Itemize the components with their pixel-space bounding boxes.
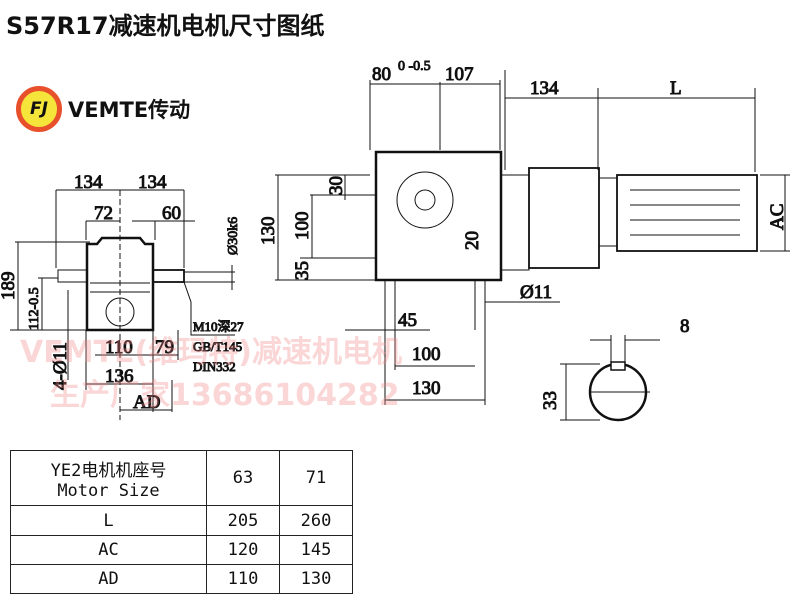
dim-side-130-vertical: 130 [258, 217, 279, 246]
dim-side-L: L [670, 78, 682, 99]
logo-text: VEMTE传动 [68, 98, 191, 122]
shaft-section [560, 335, 660, 422]
dim-side-100-vertical: 100 [292, 212, 313, 241]
cell-value: 260 [279, 505, 353, 536]
dim-side-20: 20 [462, 231, 483, 250]
side-view [275, 70, 790, 405]
header-label-cn: YE2电机机座号 [50, 460, 167, 481]
table-row: L 205 260 [10, 505, 353, 536]
technical-drawing: 134 134 72 60 Ø30k6 189 112-0.5 110 79 1… [0, 59, 790, 422]
dim-side-80: 80 [372, 64, 391, 85]
table-row: AD 110 130 [10, 564, 353, 594]
dim-side-30: 30 [326, 176, 347, 195]
row-label: AD [10, 564, 207, 594]
dim-side-80-tolerance: 0 -0.5 [398, 59, 431, 74]
dim-side-45: 45 [398, 310, 417, 331]
dim-front-60: 60 [162, 203, 181, 224]
note-standard-gb: GB/T145 [193, 339, 242, 354]
watermark-line-1: VEMTE(维玛特)减速机电机 [20, 335, 402, 370]
dim-front-79: 79 [155, 337, 174, 358]
table-header-row: YE2电机机座号 Motor Size 63 71 [10, 450, 353, 506]
dim-front-134-right: 134 [138, 172, 167, 193]
dim-front-holes: 4-Ø11 [50, 342, 71, 390]
header-label: YE2电机机座号 Motor Size [10, 450, 207, 506]
dim-shaft-height-33: 33 [540, 391, 561, 410]
table-row: AC 120 145 [10, 535, 353, 565]
note-thread: M10深27 [193, 319, 244, 334]
note-standard-din: DIN332 [193, 359, 236, 374]
dim-side-107: 107 [445, 64, 474, 85]
dim-side-35: 35 [292, 261, 313, 280]
cell-value: 145 [279, 535, 353, 565]
cell-value: 205 [206, 505, 280, 536]
cell-value: 130 [279, 564, 353, 594]
watermark-line-2: 生产厂家13686104282 [50, 378, 400, 413]
front-view [10, 189, 235, 420]
dim-side-130-horizontal: 130 [412, 378, 441, 399]
page-title: S57R17减速机电机尺寸图纸 [6, 12, 325, 40]
brand-logo: FJ VEMTE传动 [16, 86, 190, 132]
dim-key-width-8: 8 [680, 316, 690, 337]
dim-front-134-left: 134 [74, 172, 103, 193]
dim-front-72: 72 [94, 203, 113, 224]
motor-size-table: YE2电机机座号 Motor Size 63 71 L 205 260 AC 1… [10, 450, 353, 594]
header-size-63: 63 [206, 450, 280, 506]
header-size-71: 71 [279, 450, 353, 506]
dim-shaft-diameter: Ø30k6 [226, 217, 241, 255]
cell-value: 120 [206, 535, 280, 565]
logo-badge-icon: FJ [16, 86, 62, 132]
dim-front-112: 112-0.5 [27, 287, 42, 330]
dim-side-100-horizontal: 100 [412, 344, 441, 365]
header-label-en: Motor Size [57, 480, 160, 501]
dim-side-134: 134 [530, 78, 559, 99]
row-label: L [10, 505, 207, 536]
dim-front-136: 136 [105, 366, 134, 387]
dim-front-110: 110 [105, 337, 133, 358]
dim-side-shaft-11: Ø11 [520, 282, 552, 303]
cell-value: 110 [206, 564, 280, 594]
dim-front-AD: AD [133, 392, 160, 413]
dim-front-189: 189 [0, 272, 19, 301]
row-label: AC [10, 535, 207, 565]
dim-side-AC: AC [767, 204, 788, 230]
